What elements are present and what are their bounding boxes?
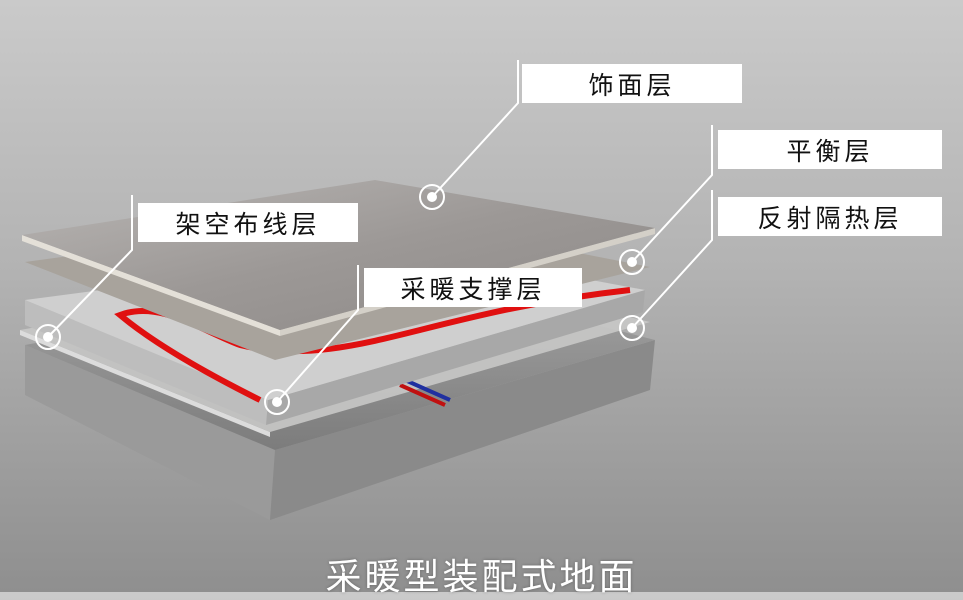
marker-reflective xyxy=(619,315,645,341)
label-wiring-layer: 架空布线层 xyxy=(138,203,358,242)
diagram-caption: 采暖型装配式地面 xyxy=(325,557,638,598)
label-heating-support-layer: 采暖支撑层 xyxy=(364,268,582,307)
marker-heating xyxy=(264,389,290,415)
label-balance-layer: 平衡层 xyxy=(718,130,942,169)
marker-finish xyxy=(419,184,445,210)
leader-lines xyxy=(47,60,713,403)
label-reflective-layer: 反射隔热层 xyxy=(718,197,942,236)
callout-markers xyxy=(35,184,645,415)
marker-wiring xyxy=(35,324,61,350)
marker-balance xyxy=(619,249,645,275)
label-finish-layer: 饰面层 xyxy=(522,64,742,103)
